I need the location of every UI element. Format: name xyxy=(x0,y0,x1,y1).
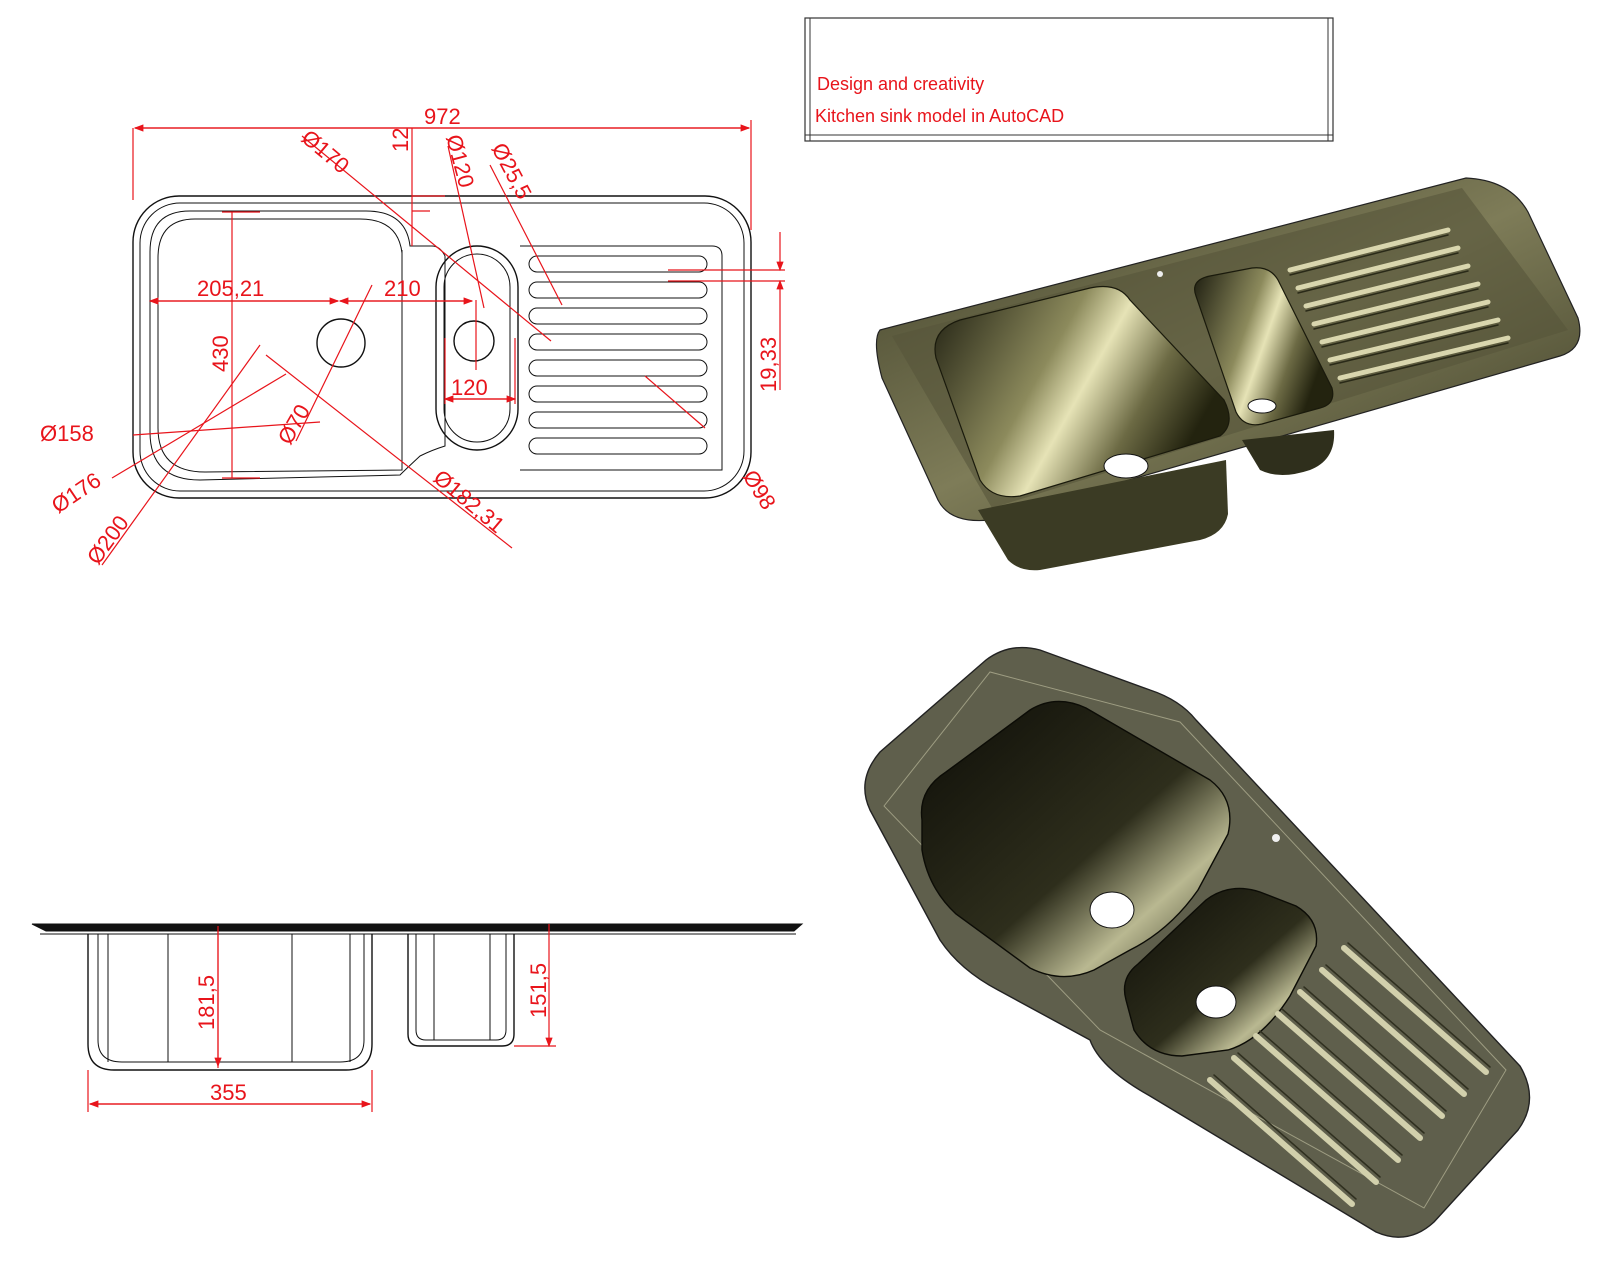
dim-d170: Ø170 xyxy=(297,125,354,179)
side-view-drawing: 181,5 151,5 355 xyxy=(31,923,804,1112)
sink-render-bottom xyxy=(864,646,1531,1238)
dim-12: 12 xyxy=(388,128,413,152)
title-block: Design and creativity Kitchen sink model… xyxy=(804,17,1334,142)
dim-d200: Ø200 xyxy=(82,511,134,569)
dim-210: 210 xyxy=(384,276,421,301)
dim-181-5: 181,5 xyxy=(194,975,219,1030)
dim-d120-top: Ø120 xyxy=(441,132,479,190)
dim-120-width: 120 xyxy=(451,375,488,400)
dim-d70: Ø70 xyxy=(273,400,315,449)
title-line-1: Design and creativity xyxy=(817,74,984,94)
title-line-2: Kitchen sink model in AutoCAD xyxy=(815,106,1064,126)
dimension-labels: 972 Ø170 12 Ø120 Ø25,5 205,21 210 430 19… xyxy=(40,104,781,569)
dim-430: 430 xyxy=(208,335,233,372)
dim-d182-31: Ø182,31 xyxy=(429,465,510,538)
top-view-drawing: 972 Ø170 12 Ø120 Ø25,5 205,21 210 430 19… xyxy=(40,104,785,569)
dim-151-5: 151,5 xyxy=(526,963,551,1018)
sink-render-top xyxy=(875,177,1581,571)
dimension-lines xyxy=(101,120,785,566)
small-drain-hole xyxy=(453,320,495,362)
dim-d98: Ø98 xyxy=(738,465,781,514)
dim-355: 355 xyxy=(210,1080,247,1105)
main-drain-hole xyxy=(316,318,366,368)
dim-19-33: 19,33 xyxy=(756,337,781,392)
dim-d158: Ø158 xyxy=(40,421,94,446)
dim-205-21: 205,21 xyxy=(197,276,264,301)
drainboard-grooves xyxy=(528,255,708,455)
dim-972: 972 xyxy=(424,104,461,129)
dim-d25-5: Ø25,5 xyxy=(487,139,537,204)
dim-d176: Ø176 xyxy=(47,467,106,518)
